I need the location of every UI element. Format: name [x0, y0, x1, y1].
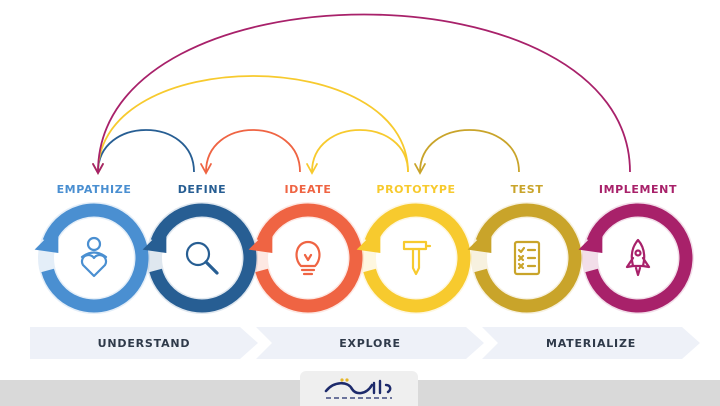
- phase-materialize: MATERIALIZE: [482, 327, 700, 359]
- checklist-icon: [513, 240, 541, 276]
- feedback-arrow-implement-to-empathize: [97, 13, 631, 173]
- ring-ideate: [255, 203, 363, 313]
- ring-define: [149, 203, 257, 313]
- ring-arrowhead-implement: [578, 225, 603, 253]
- ring-test: [474, 203, 582, 313]
- ring-arrowhead-test: [467, 225, 492, 253]
- ring-arrowhead-ideate: [248, 225, 273, 253]
- feedback-arrow-ideate-to-define-head: [200, 163, 212, 175]
- feedback-arrow-test-to-prototype-head: [414, 163, 426, 175]
- hammer-icon: [402, 240, 432, 276]
- stage-label-implement: IMPLEMENT: [598, 183, 678, 196]
- magnifier-icon: [185, 241, 219, 275]
- ring-implement: [585, 203, 693, 313]
- design-thinking-diagram: EMPATHIZE DEFINE IDEATE PROTOTYPE TEST I…: [30, 13, 700, 359]
- ring-arrowhead-define: [142, 225, 167, 253]
- stage-label-empathize: EMPATHIZE: [56, 183, 132, 196]
- phase-label-materialize: MATERIALIZE: [545, 336, 637, 350]
- ring-prototype: [363, 203, 471, 313]
- feedback-arrow-prototype-to-empathize: [97, 75, 409, 173]
- stage-label-ideate: IDEATE: [284, 183, 332, 196]
- person-heart-icon: [80, 236, 108, 278]
- stage-label-prototype: PROTOTYPE: [376, 183, 456, 196]
- phase-explore: EXPLORE: [256, 327, 484, 359]
- phase-understand: UNDERSTAND: [30, 327, 258, 359]
- phase-label-explore: EXPLORE: [339, 336, 401, 350]
- feedback-arrow-prototype-to-ideate: [311, 129, 409, 173]
- diagram-canvas: [34, 13, 694, 314]
- phase-label-understand: UNDERSTAND: [97, 336, 191, 350]
- stage-label-test: TEST: [510, 183, 544, 196]
- feedback-arrow-prototype-to-ideate-head: [306, 163, 318, 175]
- ring-empathize: [41, 203, 149, 313]
- feedback-arrow-implement-to-empathize-head: [92, 163, 104, 175]
- rocket-icon: [625, 238, 651, 277]
- stage-label-define: DEFINE: [177, 183, 227, 196]
- lightbulb-icon: [295, 240, 321, 276]
- feedback-arrow-ideate-to-define: [205, 129, 301, 173]
- logo-box: [300, 371, 418, 406]
- feedback-arrow-test-to-prototype: [419, 129, 520, 173]
- feedback-arrow-define-to-empathize: [97, 129, 195, 173]
- ring-arrowhead-empathize: [34, 225, 59, 253]
- logo-icon: [324, 378, 392, 399]
- ring-arrowhead-prototype: [356, 225, 381, 253]
